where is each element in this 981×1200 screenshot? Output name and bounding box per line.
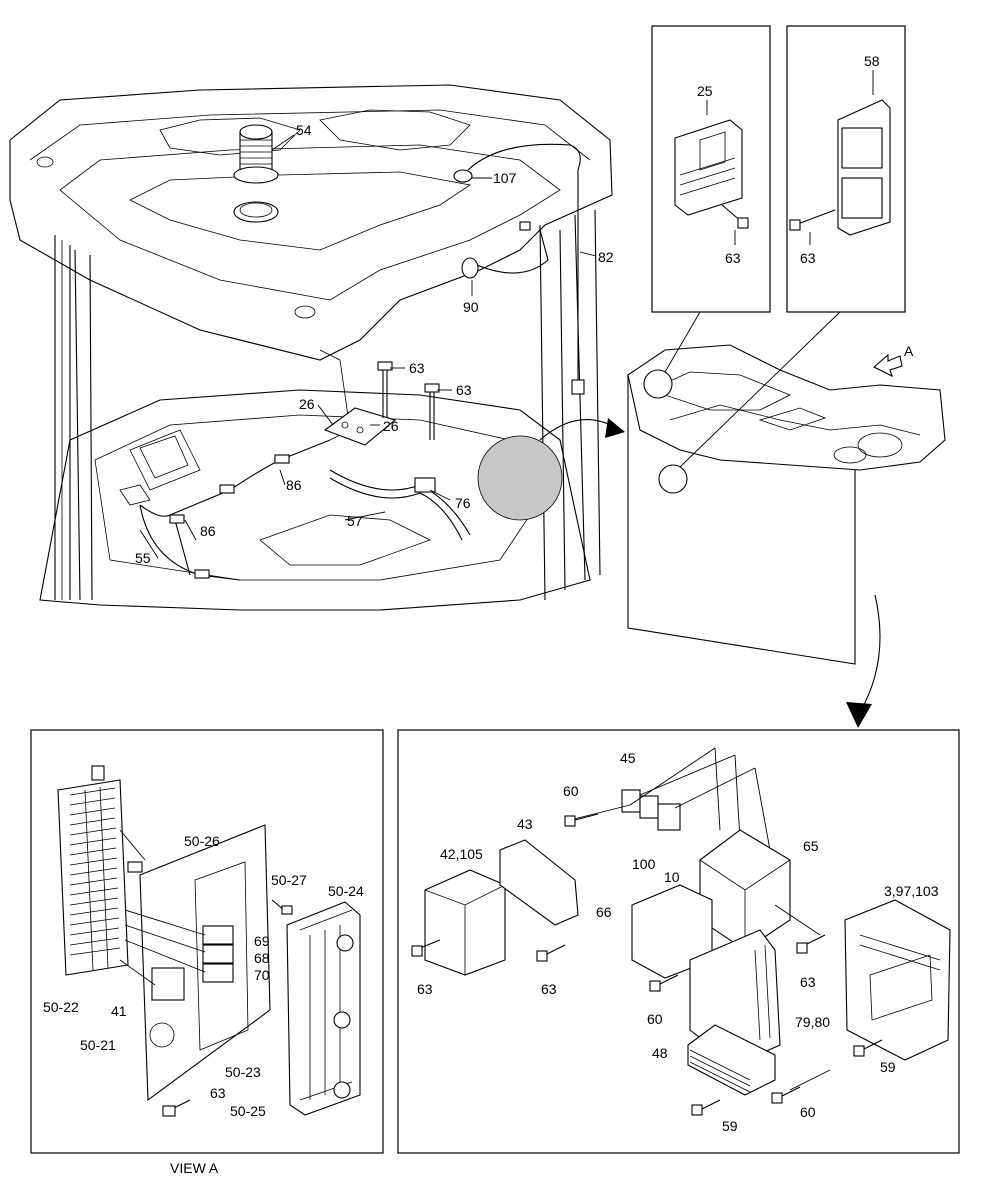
label-41: 41	[111, 1003, 127, 1019]
view-a-caption: VIEW A	[170, 1160, 219, 1176]
label-60-a: 60	[563, 783, 579, 799]
right-parts-panel	[397, 729, 960, 1154]
label-3-97-103: 3,97,103	[884, 883, 939, 899]
label-50-21: 50-21	[80, 1037, 116, 1053]
ecu-shelf-drawing	[627, 311, 946, 728]
label-26-a: 26	[299, 396, 315, 412]
label-63-view-a: 63	[210, 1085, 226, 1101]
label-66: 66	[596, 904, 612, 920]
label-10: 10	[664, 869, 680, 885]
inset-box-58	[786, 25, 906, 313]
label-86-a: 86	[286, 477, 302, 493]
label-63-inset-b: 63	[800, 250, 816, 266]
label-58: 58	[864, 53, 880, 69]
right-panel-labels: 45 60 43 65 42,105 100 10 3,97,103 66 63…	[417, 750, 939, 1134]
label-view-arrow-a: A	[904, 343, 914, 359]
label-50-26: 50-26	[184, 833, 220, 849]
label-63-inset-a: 63	[725, 250, 741, 266]
label-59-b: 59	[722, 1118, 738, 1134]
label-25: 25	[697, 83, 713, 99]
label-76: 76	[455, 495, 471, 511]
view-a-panel	[30, 729, 384, 1154]
label-50-27: 50-27	[271, 872, 307, 888]
view-a-labels: VIEW A 50-26 50-27 50-24 69 68 70 50-22 …	[43, 833, 364, 1176]
label-60-c: 60	[800, 1104, 816, 1120]
top-labels: 54 107 82 90 63 63 26 26 86 76 86 57 55	[135, 122, 614, 566]
label-63-r-a: 63	[417, 981, 433, 997]
label-90: 90	[463, 299, 479, 315]
label-63-b: 63	[456, 382, 472, 398]
label-26-b: 26	[383, 418, 399, 434]
label-45: 45	[620, 750, 636, 766]
label-50-22: 50-22	[43, 999, 79, 1015]
leader-lines	[139, 70, 874, 559]
label-55: 55	[135, 550, 151, 566]
label-68: 68	[254, 950, 270, 966]
label-43: 43	[517, 816, 533, 832]
label-86-b: 86	[200, 523, 216, 539]
inset-box-25	[651, 25, 771, 313]
label-57: 57	[347, 513, 363, 529]
label-59-a: 59	[880, 1059, 896, 1075]
label-60-b: 60	[647, 1011, 663, 1027]
label-50-23: 50-23	[225, 1064, 261, 1080]
inset-labels: 25 63 58 63 A	[697, 53, 914, 359]
label-63-r-b: 63	[541, 981, 557, 997]
label-54: 54	[296, 122, 312, 138]
label-42-105: 42,105	[440, 846, 483, 862]
label-63-a: 63	[409, 360, 425, 376]
label-70: 70	[254, 967, 270, 983]
label-82: 82	[598, 249, 614, 265]
label-63-r-c: 63	[800, 974, 816, 990]
label-107: 107	[493, 170, 517, 186]
label-65: 65	[803, 838, 819, 854]
cab-assembly-drawing	[9, 84, 625, 611]
label-48: 48	[652, 1045, 668, 1061]
label-79-80: 79,80	[795, 1014, 830, 1030]
label-69: 69	[254, 933, 270, 949]
label-100: 100	[632, 856, 656, 872]
label-50-24: 50-24	[328, 883, 364, 899]
label-50-25: 50-25	[230, 1103, 266, 1119]
